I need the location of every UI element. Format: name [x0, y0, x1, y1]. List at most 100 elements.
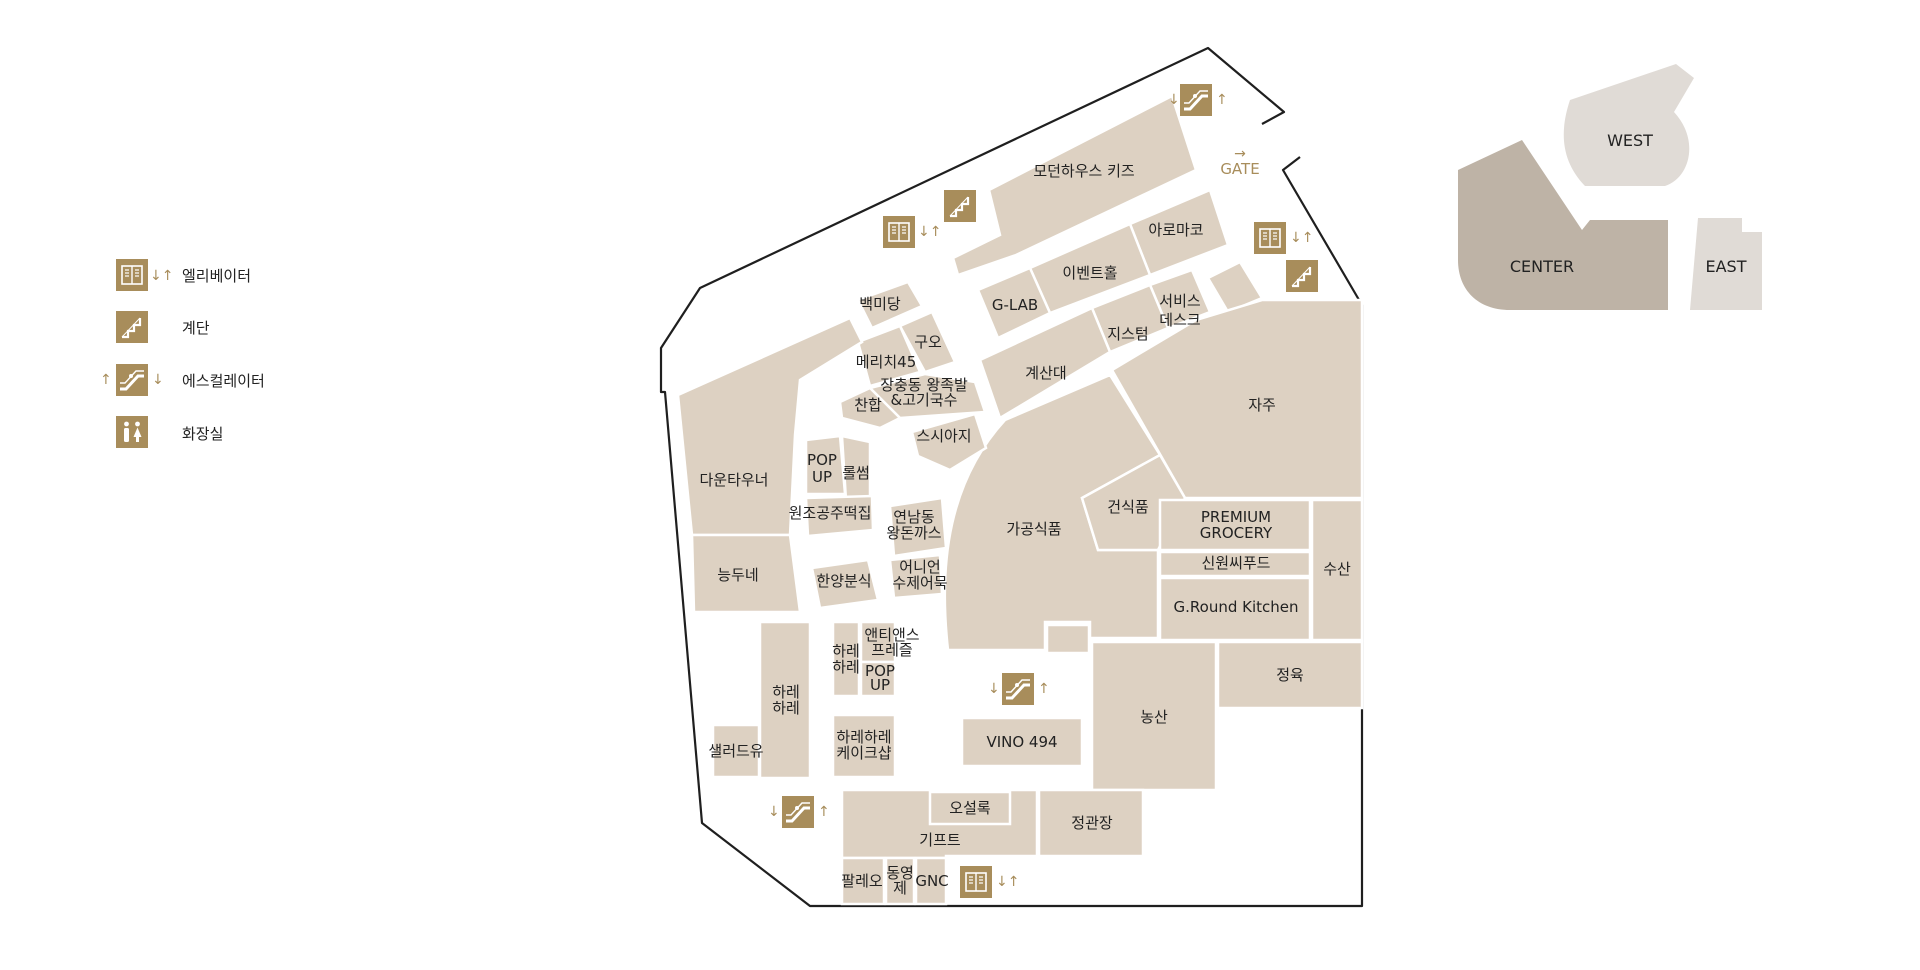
label-chanhap: 찬합 — [854, 396, 882, 414]
escalator-icon[interactable] — [1000, 671, 1036, 707]
label-vino: VINO 494 — [986, 733, 1057, 751]
up-arrow-icon: ↑ — [818, 804, 830, 820]
shop-paleo[interactable] — [840, 856, 886, 906]
stairs-icon[interactable] — [942, 188, 978, 224]
legend: ↓↑ 엘리베이터 계단 ↑ ↓ 에스컬레이터 화장실 — [100, 258, 265, 448]
minimap-west[interactable] — [1563, 64, 1694, 186]
legend-stairs-label: 계단 — [182, 319, 210, 337]
elevator-icon[interactable] — [959, 865, 993, 899]
gate-label: GATE — [1220, 160, 1259, 178]
label-system: 지스텀 — [1107, 325, 1148, 343]
down-arrow-icon: ↓ — [1168, 92, 1180, 108]
shop-baekmidang[interactable] — [856, 280, 924, 330]
shop-onion[interactable] — [888, 553, 944, 600]
label-yeonnam-1: 연남동 — [893, 508, 935, 526]
down-up-arrows-icon: ↓↑ — [1290, 230, 1313, 246]
shop-hanyang[interactable] — [810, 558, 880, 610]
label-baekmidang: 백미당 — [859, 295, 901, 313]
shop-yeonnam[interactable] — [888, 496, 948, 558]
label-jaju: 자주 — [1248, 396, 1276, 414]
shop-harehare-cake[interactable] — [831, 713, 897, 779]
up-arrow-icon: ↑ — [1216, 92, 1228, 108]
label-popup-b-1: POP — [865, 662, 895, 680]
shop-gnc[interactable] — [914, 856, 948, 906]
label-dongyoung-2: 제 — [893, 879, 907, 897]
label-jeonggwanjang: 정관장 — [1071, 814, 1113, 832]
shop-chanhap[interactable] — [838, 386, 903, 430]
label-wonjo: 원조공주떡집 — [789, 504, 872, 522]
minimap-east[interactable] — [1690, 218, 1762, 310]
shop-salad[interactable] — [711, 723, 761, 779]
shop-agriculture[interactable] — [1090, 640, 1218, 792]
down-up-arrows-icon: ↓↑ — [996, 874, 1019, 890]
minimap-east-label: EAST — [1706, 257, 1747, 276]
label-hanyang: 한양분식 — [816, 572, 871, 590]
label-antians-2: 프레즐 — [871, 641, 912, 659]
shop-guo[interactable] — [898, 310, 957, 374]
escalator-icon[interactable] — [780, 794, 816, 830]
minimap-west-label: WEST — [1607, 131, 1653, 150]
label-popup-a-2: UP — [812, 468, 832, 486]
shop-sushi[interactable] — [910, 412, 988, 472]
label-event-hall: 이벤트홀 — [1062, 264, 1117, 282]
elevator-icon[interactable] — [1253, 221, 1287, 255]
label-paleo: 팔레오 — [841, 872, 883, 890]
legend-escalator-label: 에스컬레이터 — [182, 372, 265, 390]
label-harehare-small-2: 하레 — [832, 658, 860, 676]
elevator-icon[interactable] — [882, 215, 916, 249]
label-dongyoung-1: 동영 — [886, 864, 914, 882]
shop-neungdune[interactable] — [690, 533, 802, 614]
label-rolsseom: 롤썸 — [842, 464, 870, 482]
label-gnc: GNC — [915, 872, 948, 890]
shop-harehare-tall[interactable] — [758, 620, 812, 780]
shop-dongyoung[interactable] — [884, 856, 916, 906]
label-popup-a-1: POP — [807, 451, 837, 469]
down-arrow-icon: ↓ — [152, 372, 164, 388]
minimap-center[interactable] — [1458, 140, 1668, 310]
label-neungdune: 능두네 — [717, 566, 758, 584]
shop-premium-grocery[interactable] — [1158, 498, 1312, 552]
label-jangchung-1: 장충동 왕족발 — [880, 376, 968, 394]
label-onion-1: 어니언 — [899, 558, 940, 576]
shop-jeonggwanjang[interactable] — [1037, 788, 1145, 858]
checkout-counter[interactable] — [978, 306, 1112, 420]
up-arrow-icon: ↑ — [1038, 681, 1050, 697]
down-arrow-icon: ↓ — [768, 804, 780, 820]
label-popup-b-2: UP — [870, 676, 890, 694]
shop-popup-b[interactable] — [859, 660, 897, 698]
label-antians-1: 앤티앤스 — [864, 626, 919, 644]
label-guo: 구오 — [914, 333, 942, 351]
label-jangchung-2: &고기국수 — [891, 391, 958, 409]
shop-sinwon-seafood[interactable] — [1158, 550, 1312, 578]
label-onion-2: 수제어묵 — [892, 574, 947, 592]
label-seafood: 수산 — [1323, 560, 1351, 578]
shop-seafood[interactable] — [1310, 498, 1364, 642]
label-osulloc: 오설록 — [949, 799, 991, 817]
shop-wonjo[interactable] — [804, 494, 875, 538]
shop-antians[interactable] — [859, 620, 897, 664]
shop-small-square[interactable] — [1045, 623, 1091, 655]
shop-ground-kitchen[interactable] — [1158, 576, 1312, 642]
label-harehare-cake-2: 케이크샵 — [836, 744, 891, 762]
escalator-icon — [114, 362, 150, 398]
shop-modern-house-kids[interactable] — [951, 94, 1198, 277]
label-harehare-tall-2: 하레 — [772, 699, 800, 717]
stairs-icon[interactable] — [1284, 258, 1320, 294]
shop-vino-494[interactable] — [960, 716, 1084, 768]
legend-elevator: ↓↑ 엘리베이터 — [115, 258, 251, 292]
shop-merichi45[interactable] — [856, 324, 922, 388]
restroom-icon — [116, 416, 148, 448]
shop-meat[interactable] — [1216, 640, 1364, 710]
shop-harehare-small[interactable] — [831, 620, 861, 698]
legend-escalator: ↑ ↓ 에스컬레이터 — [100, 362, 265, 398]
shop-processed-food[interactable] — [943, 373, 1162, 652]
shop-osulloc[interactable] — [928, 790, 1012, 826]
minimap-center-label: CENTER — [1510, 257, 1574, 276]
down-up-arrows-icon: ↓↑ — [150, 268, 173, 284]
shop-unnamed-box[interactable] — [1206, 260, 1264, 314]
label-agriculture: 농산 — [1140, 708, 1168, 726]
label-sinwon: 신원씨푸드 — [1201, 554, 1270, 572]
escalator-icon[interactable] — [1178, 82, 1214, 118]
shop-glab[interactable] — [976, 266, 1052, 340]
legend-stairs: 계단 — [114, 309, 210, 345]
